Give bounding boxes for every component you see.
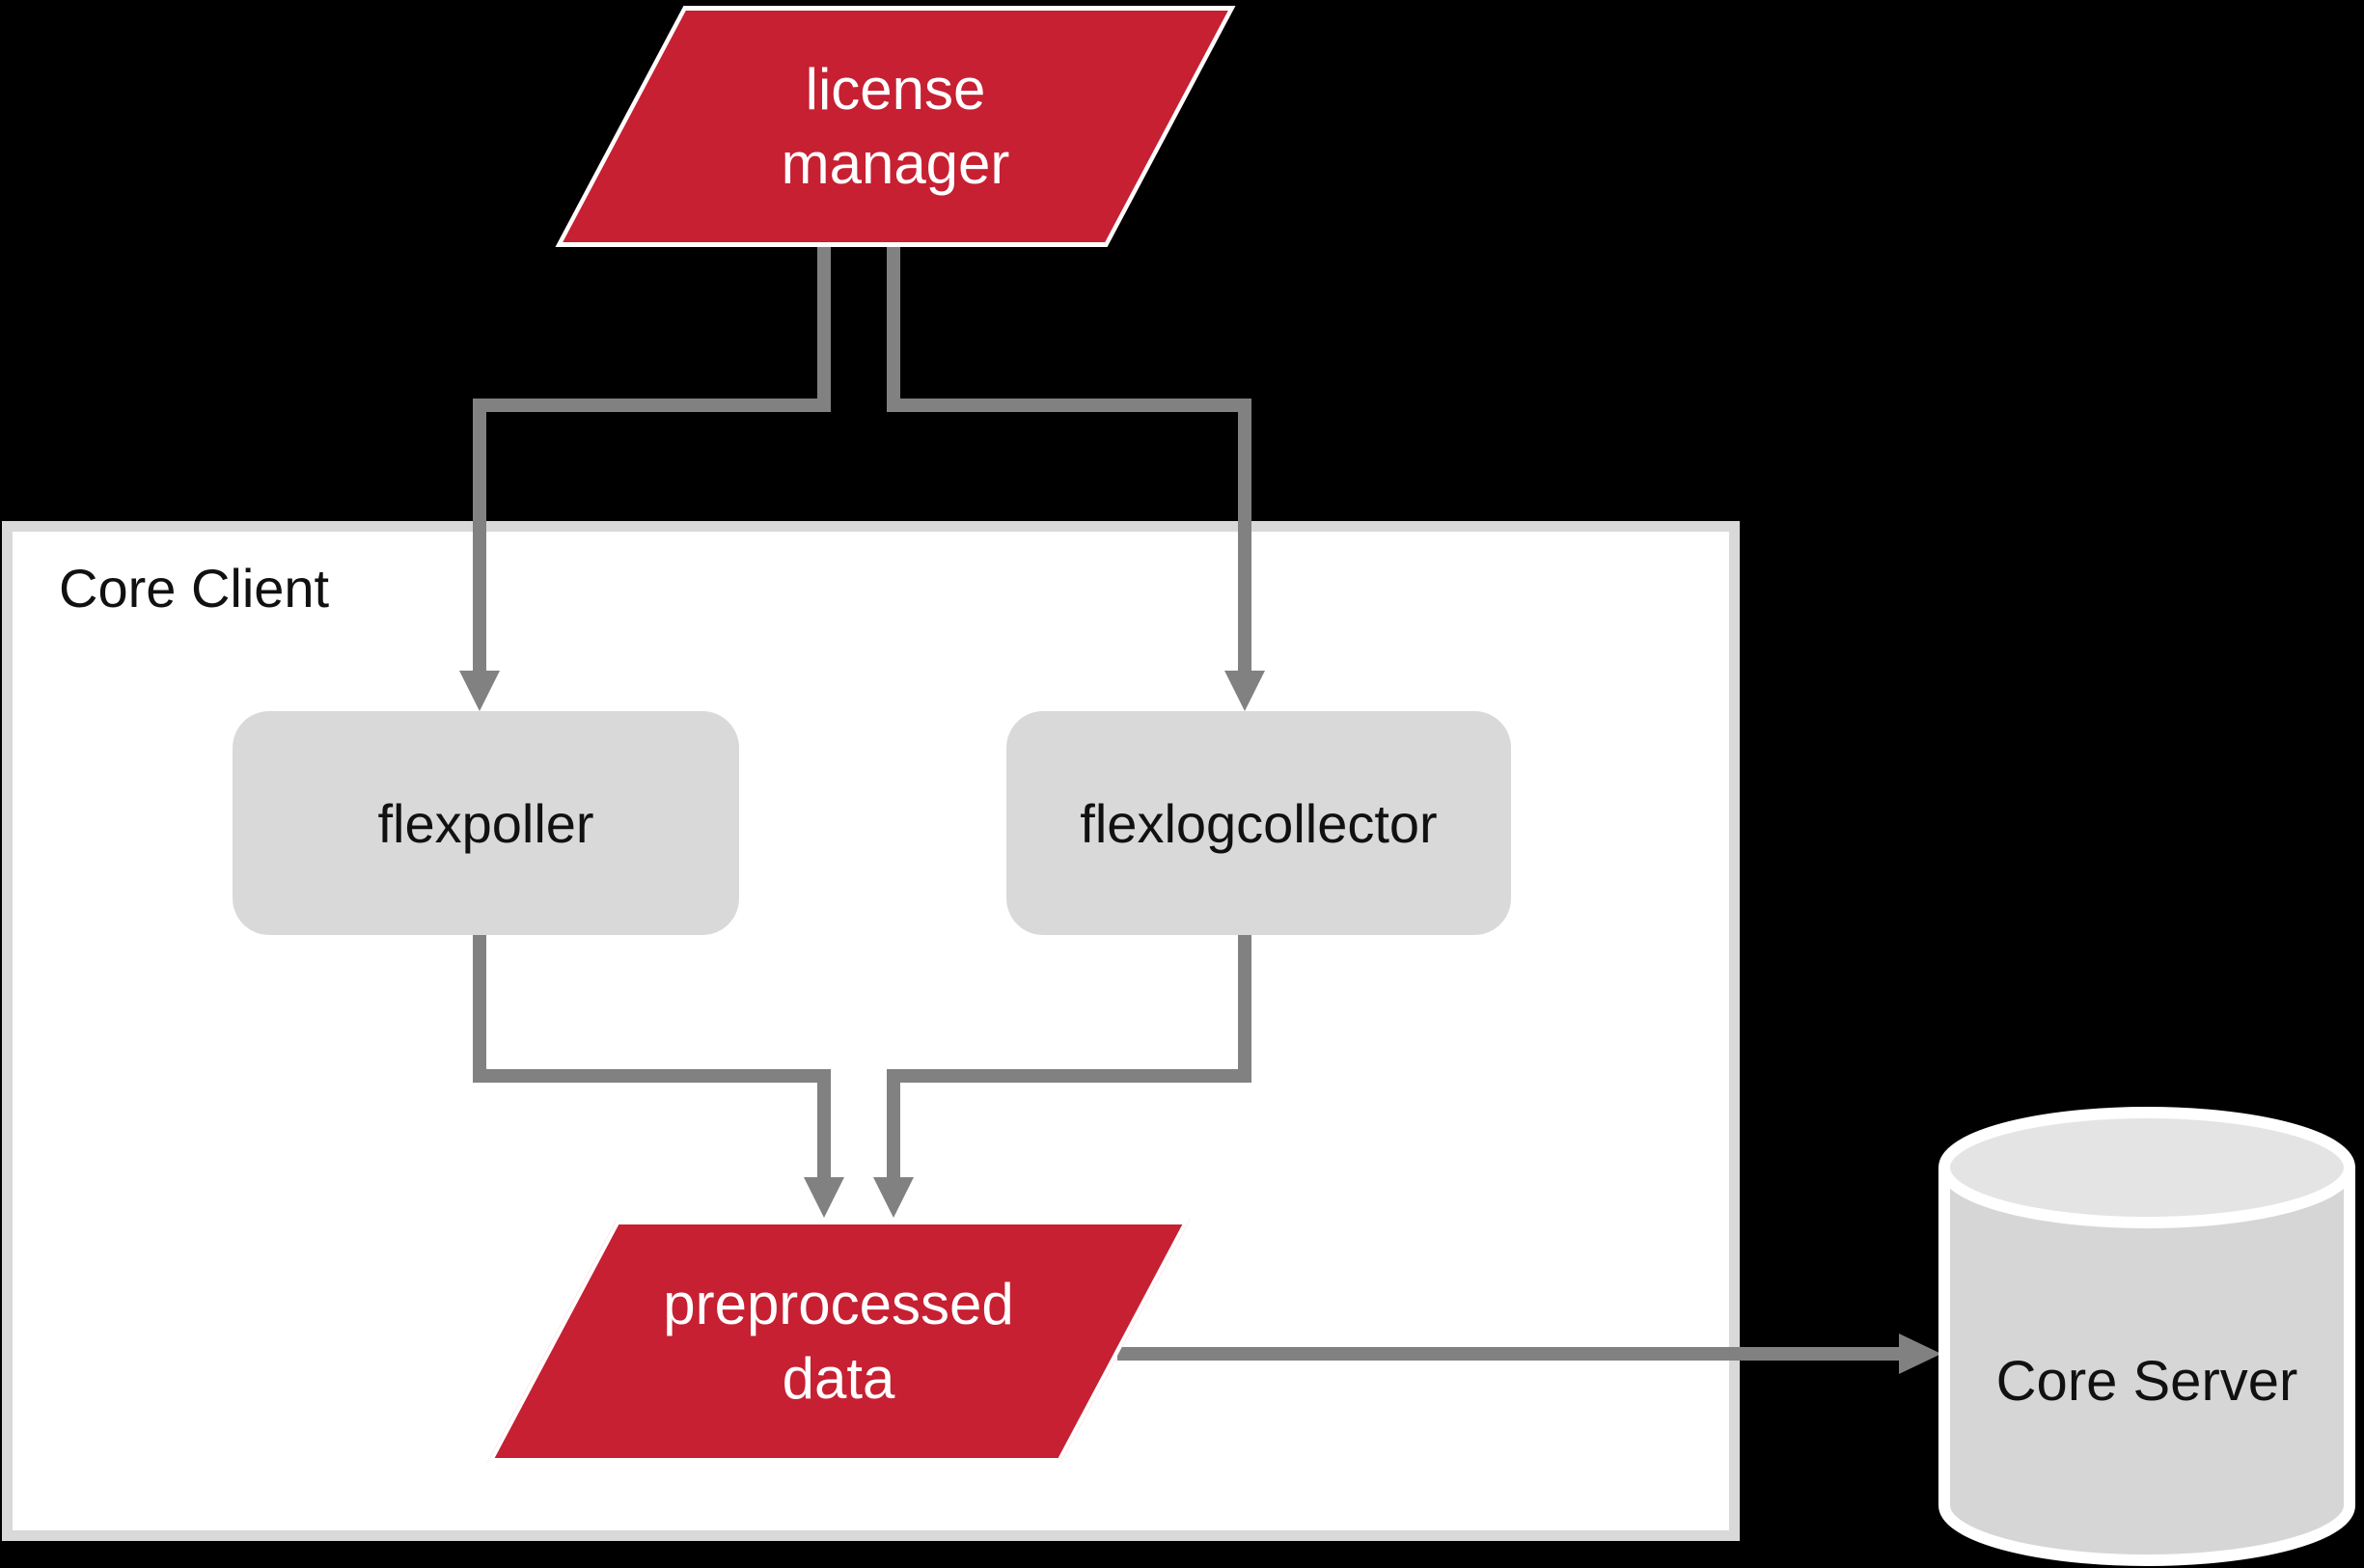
core-server-cylinder — [1938, 1107, 2355, 1566]
core-client-label: Core Client — [59, 558, 330, 619]
arrowhead-icon — [459, 671, 500, 711]
arrowhead-icon — [804, 1177, 844, 1218]
edge-flexlogcollector-to-preprocessed-data — [873, 935, 1251, 1218]
arrowhead-icon — [873, 1177, 914, 1218]
license-manager-label: license manager — [781, 57, 1010, 196]
node-preprocessed-data: preprocessed data — [487, 1220, 1190, 1463]
node-license-manager: license manager — [555, 6, 1236, 247]
edge-license-manager-to-flexpoller — [459, 244, 831, 711]
node-flexpoller: flexpoller — [233, 711, 739, 935]
cylinder-body — [1938, 1168, 2355, 1566]
preprocessed-data-label: preprocessed data — [663, 1272, 1014, 1411]
edge-license-manager-to-flexlogcollector — [887, 244, 1265, 711]
arrowhead-icon — [1899, 1334, 1941, 1374]
cylinder-top — [1938, 1107, 2355, 1228]
core-server-label: Core Server — [1995, 1349, 2298, 1413]
node-flexlogcollector: flexlogcollector — [1006, 711, 1511, 935]
arrowhead-icon — [1224, 671, 1265, 711]
edge-preprocessed-data-to-core-server — [1117, 1334, 1941, 1374]
edge-flexpoller-to-preprocessed-data — [473, 935, 844, 1218]
